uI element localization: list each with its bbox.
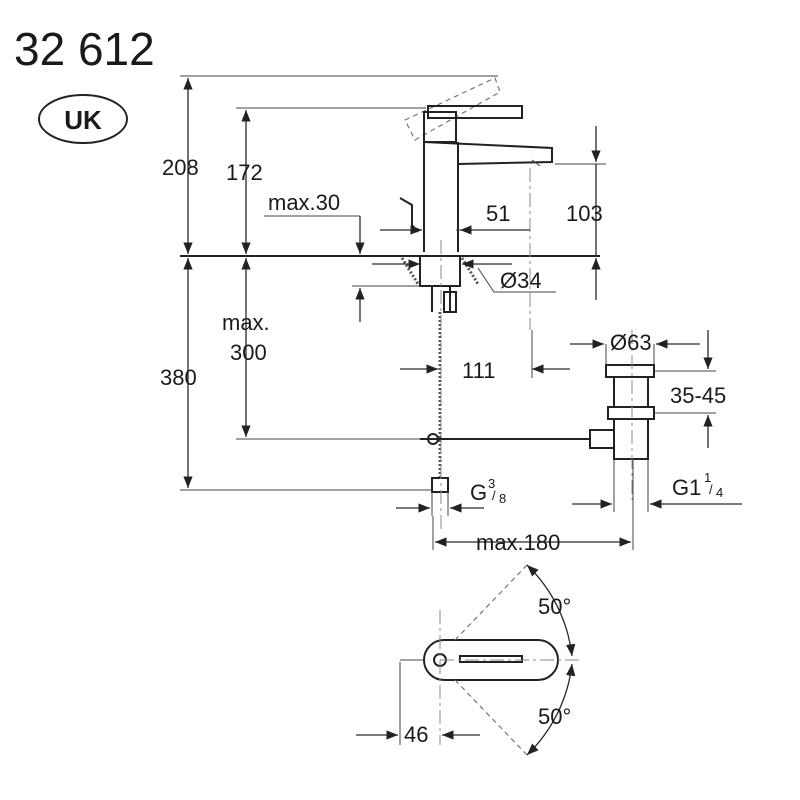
dim-waste-offset: 111	[462, 358, 495, 383]
dim-hose-thread-slash: /	[492, 488, 496, 503]
dim-hose-thread-num: 3	[488, 476, 495, 491]
mounting-nut	[419, 255, 461, 287]
dim-spout-height: 172	[226, 160, 263, 185]
dim-angle-top: 50°	[538, 594, 571, 619]
dim-hose-thread: G	[470, 480, 487, 505]
dim-waste-thread-slash: /	[709, 482, 713, 497]
region-badge: UK	[64, 105, 102, 135]
dim-lever-offset: 46	[404, 722, 428, 747]
dimension-lines	[180, 75, 742, 550]
faucet-side-view	[180, 77, 655, 530]
dim-hole-diameter: Ø34	[500, 268, 542, 293]
lever-raised-outline	[404, 77, 501, 141]
waste-tail	[613, 418, 649, 460]
shank-clip	[443, 291, 457, 313]
waste-nut	[607, 406, 655, 420]
dimension-labels: 208 172 max.30 51 103 Ø34 max. 300 380 1…	[160, 155, 726, 747]
dim-max-horizontal: max.180	[476, 530, 560, 555]
dim-spout-width: 51	[486, 201, 510, 226]
lever-side-profile	[399, 197, 419, 233]
dim-angle-bottom: 50°	[538, 704, 571, 729]
dim-waste-thread-den: 4	[716, 485, 723, 500]
faucet-body	[423, 142, 459, 252]
dim-waste-thread-num: 1	[704, 470, 711, 485]
dim-waste-range: 35-45	[670, 383, 726, 408]
dim-max-depth-label: max.	[222, 310, 270, 335]
dim-hose-thread-den: 8	[499, 491, 506, 506]
waste-body	[613, 376, 649, 408]
spout	[423, 141, 553, 165]
dim-waste-thread: G1	[672, 475, 701, 500]
dim-hose-length: 380	[160, 365, 197, 390]
shank	[431, 286, 451, 312]
faucet-top-view	[356, 564, 582, 756]
waste-flange	[605, 364, 655, 378]
dim-max-thickness: max.30	[268, 190, 340, 215]
dim-max-depth-value: 300	[230, 340, 267, 365]
rod-housing	[589, 429, 615, 449]
region-badge-outline	[38, 94, 128, 144]
dim-total-height: 208	[162, 155, 199, 180]
dim-waste-diameter: Ø63	[610, 330, 652, 355]
hose-connector	[431, 477, 449, 493]
dim-outlet-height: 103	[566, 201, 603, 226]
model-number: 32 612	[14, 23, 155, 75]
